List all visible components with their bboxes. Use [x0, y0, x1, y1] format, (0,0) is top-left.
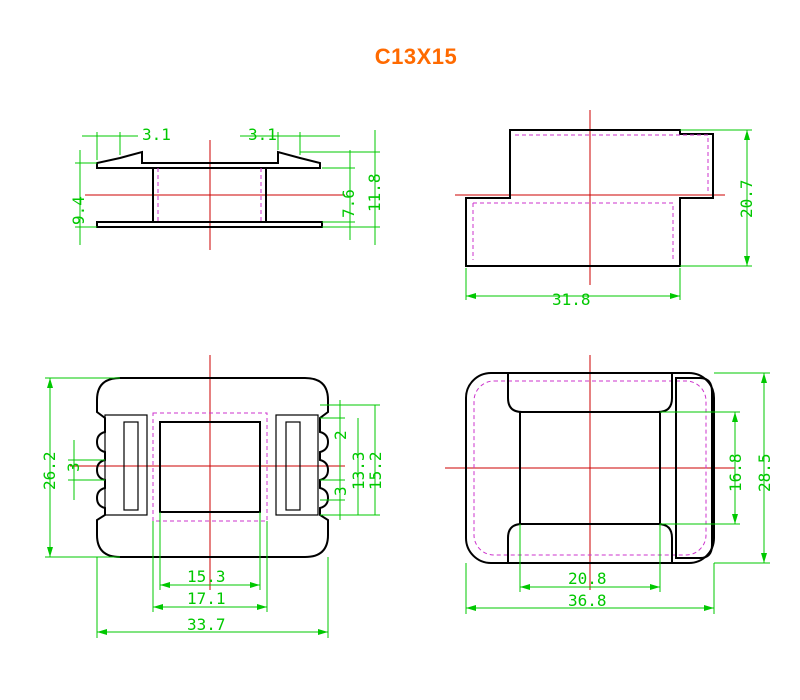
core-tube — [152, 167, 267, 223]
dim-20-7: 20.7 — [737, 179, 756, 218]
core-window — [159, 421, 261, 513]
view-top-left: 26.2 3 2 3 13.3 15.2 15.3 17.1 — [40, 355, 385, 638]
pin-slot-left — [104, 414, 148, 516]
dim-3-1-left: 3.1 — [142, 125, 171, 144]
dim-26-2: 26.2 — [40, 451, 59, 490]
drawing-title: C13X15 — [374, 44, 458, 69]
dim-7-6: 7.6 — [339, 189, 358, 218]
dim-3-1-right: 3.1 — [248, 125, 277, 144]
dim-16-8: 16.8 — [726, 453, 745, 492]
dim-13-3: 13.3 — [349, 451, 368, 490]
view-side-left: 3.1 3.1 9.4 7.6 11.8 — [69, 125, 384, 250]
view-side-right: 20.7 31.8 — [455, 110, 756, 309]
dim-9-4: 9.4 — [69, 196, 88, 225]
base-outline — [465, 372, 715, 564]
dim-3-right: 3 — [331, 486, 350, 496]
bobbin-outline — [95, 377, 330, 558]
side-rib — [675, 377, 713, 559]
pin-slot-right — [275, 414, 319, 516]
dim-11-8: 11.8 — [365, 173, 384, 212]
dim-2: 2 — [331, 430, 350, 440]
dim-31-8: 31.8 — [552, 290, 591, 309]
dim-15-3: 15.3 — [187, 567, 226, 586]
dim-3-left: 3 — [64, 462, 83, 472]
dim-28-5: 28.5 — [755, 453, 774, 492]
view-bottom-right: 16.8 28.5 20.8 36.8 — [445, 355, 774, 614]
dim-15-2: 15.2 — [366, 451, 385, 490]
profile-outline — [465, 129, 714, 267]
core-opening — [519, 411, 661, 525]
dim-20-8: 20.8 — [568, 569, 607, 588]
dim-36-8: 36.8 — [568, 591, 607, 610]
dim-33-7: 33.7 — [187, 615, 226, 634]
dim-17-1: 17.1 — [187, 589, 226, 608]
top-flange — [96, 150, 321, 169]
